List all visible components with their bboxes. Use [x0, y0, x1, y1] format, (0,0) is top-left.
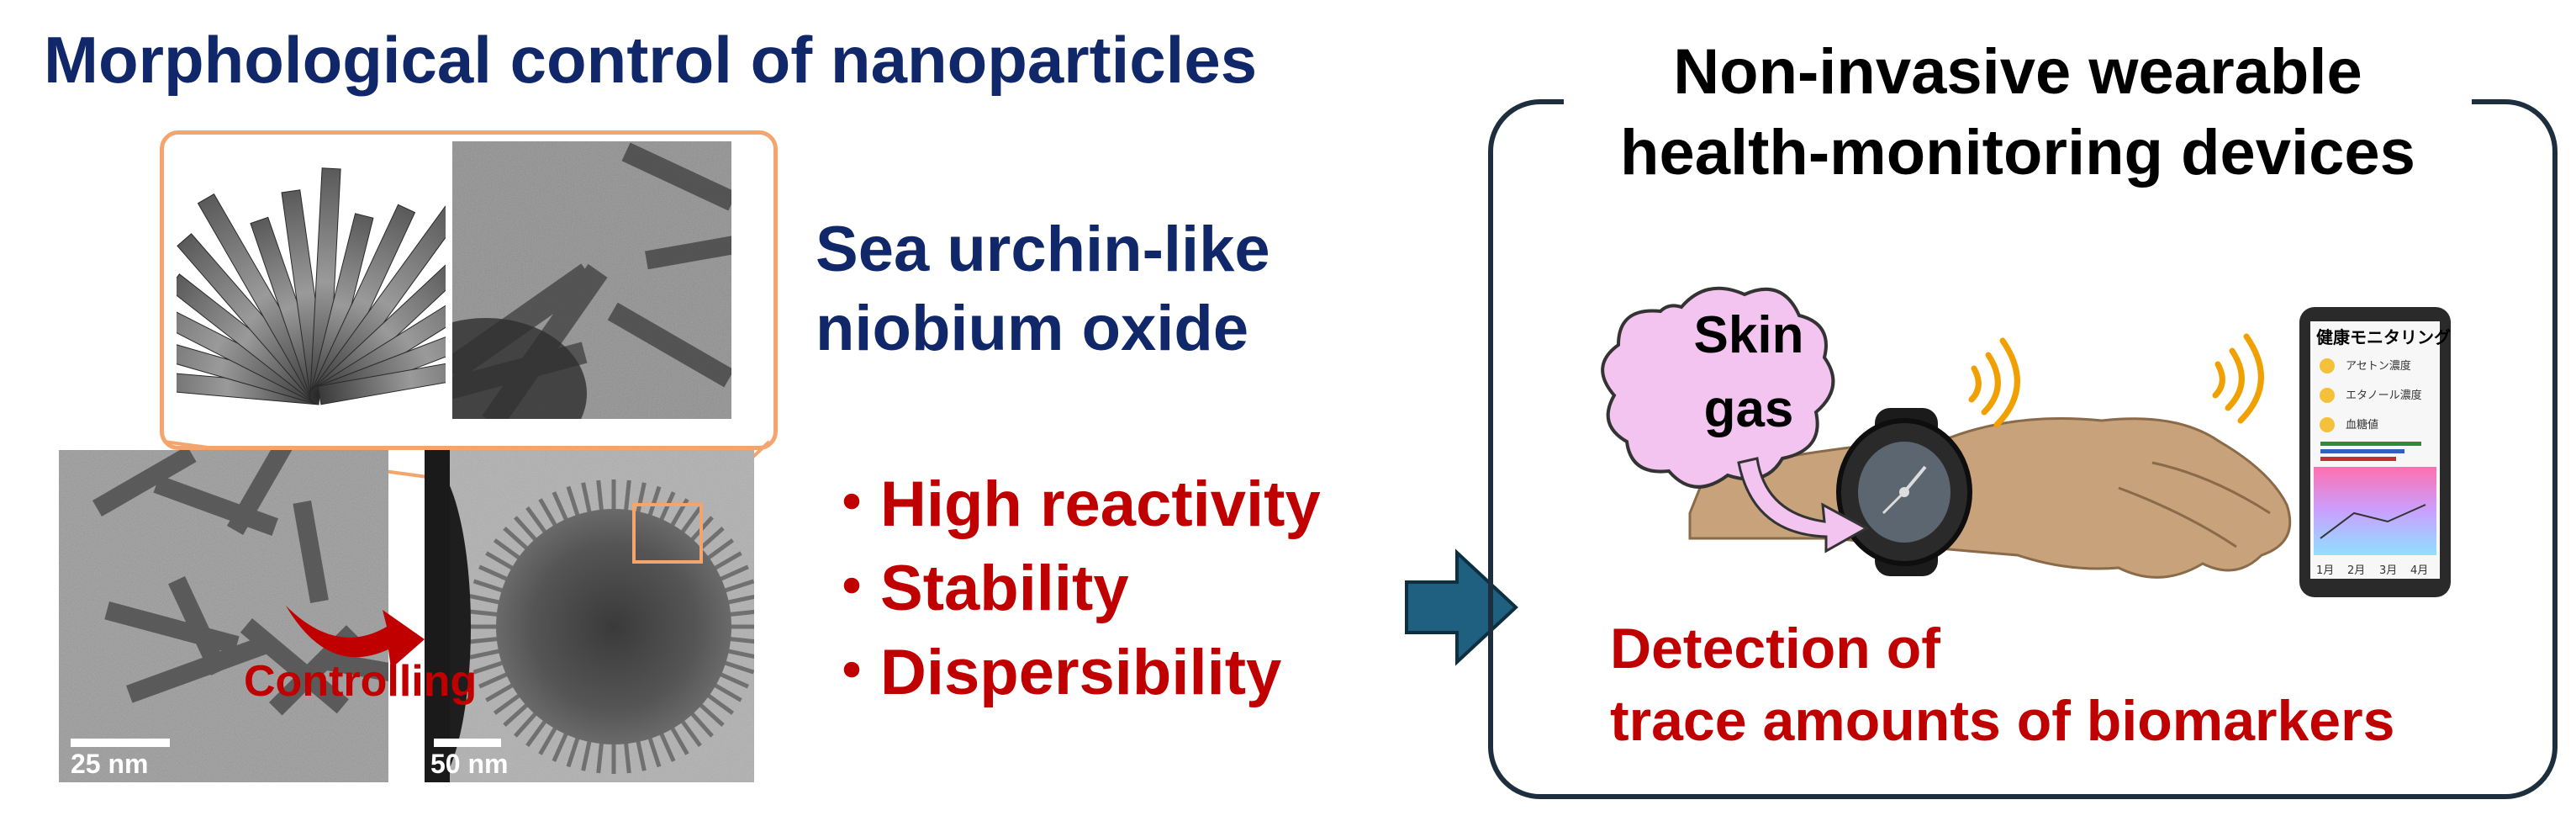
detection-line-1: Detection of: [1610, 617, 1940, 681]
phone-month: 3月: [2379, 564, 2397, 577]
controlling-curved-arrow: [286, 606, 425, 669]
device-panel-title: Non-invasive wearable health-monitoring …: [1480, 32, 2556, 193]
wearable-illustration: 健康モニタリング アセトン濃度 エタノール濃度 血糖値 1月 2月 3月 4月: [1601, 286, 2451, 597]
wireless-signal-icon: [2212, 333, 2264, 424]
sea-urchin-model-illustration: [177, 167, 446, 405]
phone-row-label: アセトン濃度: [2346, 359, 2411, 373]
tem-image-sea-urchin: [425, 450, 754, 782]
phone-row-label: エタノール濃度: [2346, 389, 2422, 402]
phone-title: 健康モニタリング: [2316, 327, 2451, 347]
cloud-label-line-2: gas: [1703, 380, 1794, 438]
phone-month: 4月: [2410, 564, 2428, 577]
phone-month: 1月: [2316, 564, 2334, 577]
tem-image-nanorods: [59, 450, 388, 782]
scale-label-left: 25 nm: [71, 749, 149, 779]
left-title: Morphological control of nanoparticles: [44, 23, 1258, 97]
phone-month: 2月: [2347, 564, 2365, 577]
flow-arrow: [1405, 548, 1518, 666]
cloud-label-line-1: Skin: [1693, 306, 1804, 364]
zoom-source-box: [632, 503, 703, 564]
controlling-label: Controlling: [244, 657, 478, 706]
smartphone: 健康モニタリング アセトン濃度 エタノール濃度 血糖値 1月 2月 3月 4月: [2299, 307, 2451, 597]
device-title-line-1: Non-invasive wearable: [1673, 36, 2362, 108]
properties-list: ・High reactivity ・Stability ・Dispersibil…: [820, 463, 1321, 715]
property-item: ・Dispersibility: [820, 637, 1282, 708]
detection-text: Detection of trace amounts of biomarkers: [1610, 612, 2394, 757]
material-name-line-2: niobium oxide: [816, 293, 1249, 364]
wireless-signal-icon: [1968, 337, 2020, 428]
device-title-line-2: health-monitoring devices: [1620, 117, 2415, 188]
property-item: ・High reactivity: [820, 469, 1321, 540]
model-rods: [177, 167, 446, 405]
detection-line-2: trace amounts of biomarkers: [1610, 689, 2395, 753]
property-item: ・Stability: [820, 553, 1129, 624]
skin-gas-cloud: [1601, 286, 1835, 489]
cloud-label: Skin gas: [1648, 299, 1850, 447]
scale-bar-left: [71, 739, 170, 747]
scale-label-right: 50 nm: [430, 749, 509, 779]
material-name: Sea urchin-like niobium oxide: [816, 210, 1270, 368]
scale-bar-right: [434, 739, 501, 747]
material-name-line-1: Sea urchin-like: [816, 214, 1270, 285]
title-frame-gap: [1564, 84, 2472, 118]
hrtem-image: [452, 141, 731, 419]
phone-row-label: 血糖値: [2346, 418, 2378, 432]
